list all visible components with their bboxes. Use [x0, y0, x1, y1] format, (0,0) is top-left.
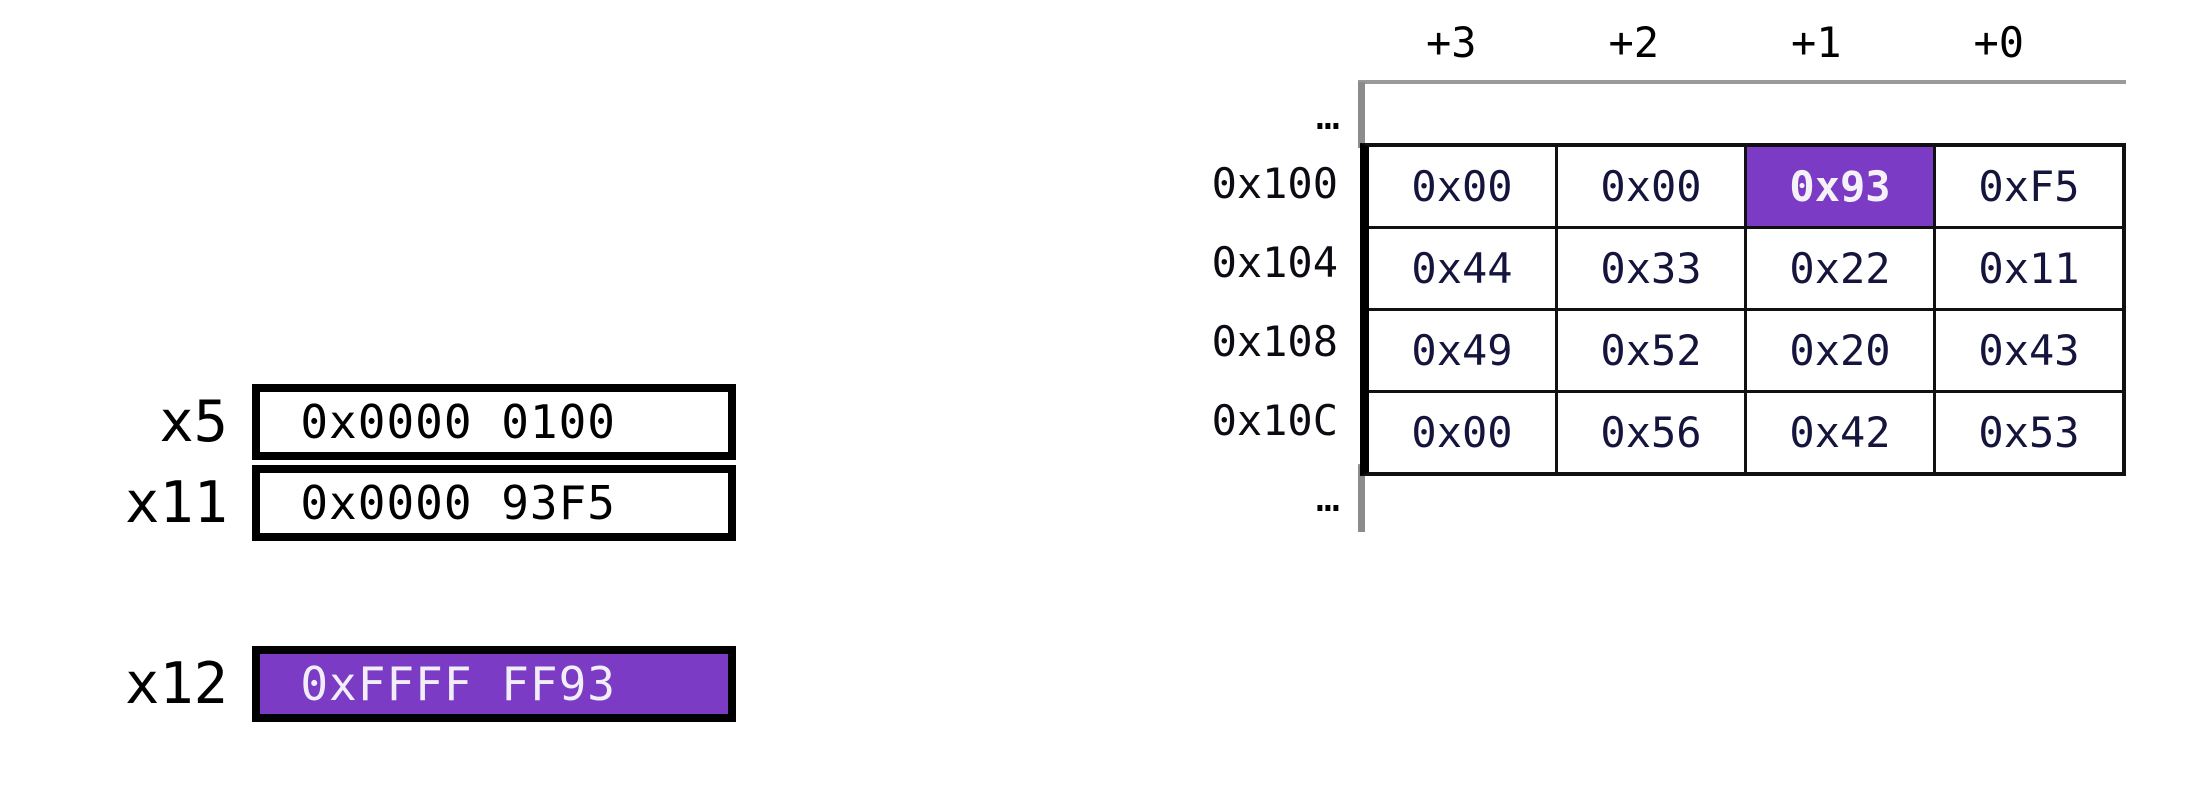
column-header-plus3: +3: [1425, 18, 1477, 67]
column-header-plus0: +0: [1973, 18, 2025, 67]
memory-cell-grid: 0x00 0x00 0x93 0xF5 0x44 0x33 0x22 0x11 …: [1360, 143, 2126, 476]
memory-cell-0x103[interactable]: 0x00: [1369, 147, 1555, 226]
memory-cell-0x109[interactable]: 0x20: [1744, 311, 1933, 390]
register-value-text-x5: 0x0000 0100: [300, 395, 616, 449]
register-value-text-x11: 0x0000 93F5: [300, 476, 616, 530]
register-value-box-x11[interactable]: 0x0000 93F5: [252, 465, 736, 541]
register-value-box-x5[interactable]: 0x0000 0100: [252, 384, 736, 460]
register-file: x5 0x0000 0100 x11 0x0000 93F5 x12 0xFFF…: [0, 0, 800, 791]
memory-cell-0x10C[interactable]: 0x53: [1933, 393, 2122, 472]
memory-cell-0x10A[interactable]: 0x52: [1555, 311, 1744, 390]
row-address-0x100: 0x100: [1211, 159, 1338, 208]
memory-cell-0x106[interactable]: 0x33: [1555, 229, 1744, 308]
memory-top-rail-vertical: [1358, 82, 1365, 148]
memory-cell-0x100[interactable]: 0xF5: [1933, 147, 2122, 226]
memory-top-rail-horizontal: [1358, 80, 2126, 84]
row-address-0x108: 0x108: [1211, 317, 1338, 366]
register-value-text-x12: 0xFFFF FF93: [300, 657, 616, 711]
memory-cell-0x10D[interactable]: 0x42: [1744, 393, 1933, 472]
memory-cell-0x10B[interactable]: 0x49: [1369, 311, 1555, 390]
column-header-plus1: +1: [1790, 18, 1842, 67]
memory-cell-0x105[interactable]: 0x22: [1744, 229, 1933, 308]
register-row-x5: x5 0x0000 0100: [0, 384, 760, 460]
register-label-x11: x11: [125, 469, 228, 536]
memory-row-0x108: 0x49 0x52 0x20 0x43: [1369, 308, 2122, 390]
register-value-box-x12[interactable]: 0xFFFF FF93: [252, 646, 736, 722]
memory-cell-0x107[interactable]: 0x44: [1369, 229, 1555, 308]
column-header-plus2: +2: [1608, 18, 1660, 67]
memory-column-headers: +3 +2 +1 +0: [1360, 22, 2090, 74]
memory-bottom-rail-vertical: [1358, 466, 1365, 532]
memory-table: +3 +2 +1 +0 … … 0x100 0x104 0x108 0x10C …: [1130, 0, 2189, 791]
memory-cell-0x101[interactable]: 0x93: [1744, 147, 1933, 226]
register-row-x12: x12 0xFFFF FF93: [0, 646, 760, 722]
memory-row-0x10C: 0x00 0x56 0x42 0x53: [1369, 390, 2122, 472]
memory-ellipsis-below: …: [1315, 475, 1340, 521]
row-address-0x104: 0x104: [1211, 238, 1338, 287]
register-label-x5: x5: [159, 388, 228, 455]
row-address-0x10C: 0x10C: [1211, 396, 1338, 445]
memory-ellipsis-above: …: [1315, 93, 1340, 139]
memory-row-0x104: 0x44 0x33 0x22 0x11: [1369, 226, 2122, 308]
register-label-x12: x12: [125, 650, 228, 717]
memory-cell-0x10E[interactable]: 0x56: [1555, 393, 1744, 472]
memory-row-0x100: 0x00 0x00 0x93 0xF5: [1369, 147, 2122, 226]
memory-cell-0x102[interactable]: 0x00: [1555, 147, 1744, 226]
memory-cell-0x104[interactable]: 0x11: [1933, 229, 2122, 308]
memory-cell-0x108[interactable]: 0x43: [1933, 311, 2122, 390]
memory-cell-0x10F[interactable]: 0x00: [1369, 393, 1555, 472]
register-row-x11: x11 0x0000 93F5: [0, 465, 760, 541]
